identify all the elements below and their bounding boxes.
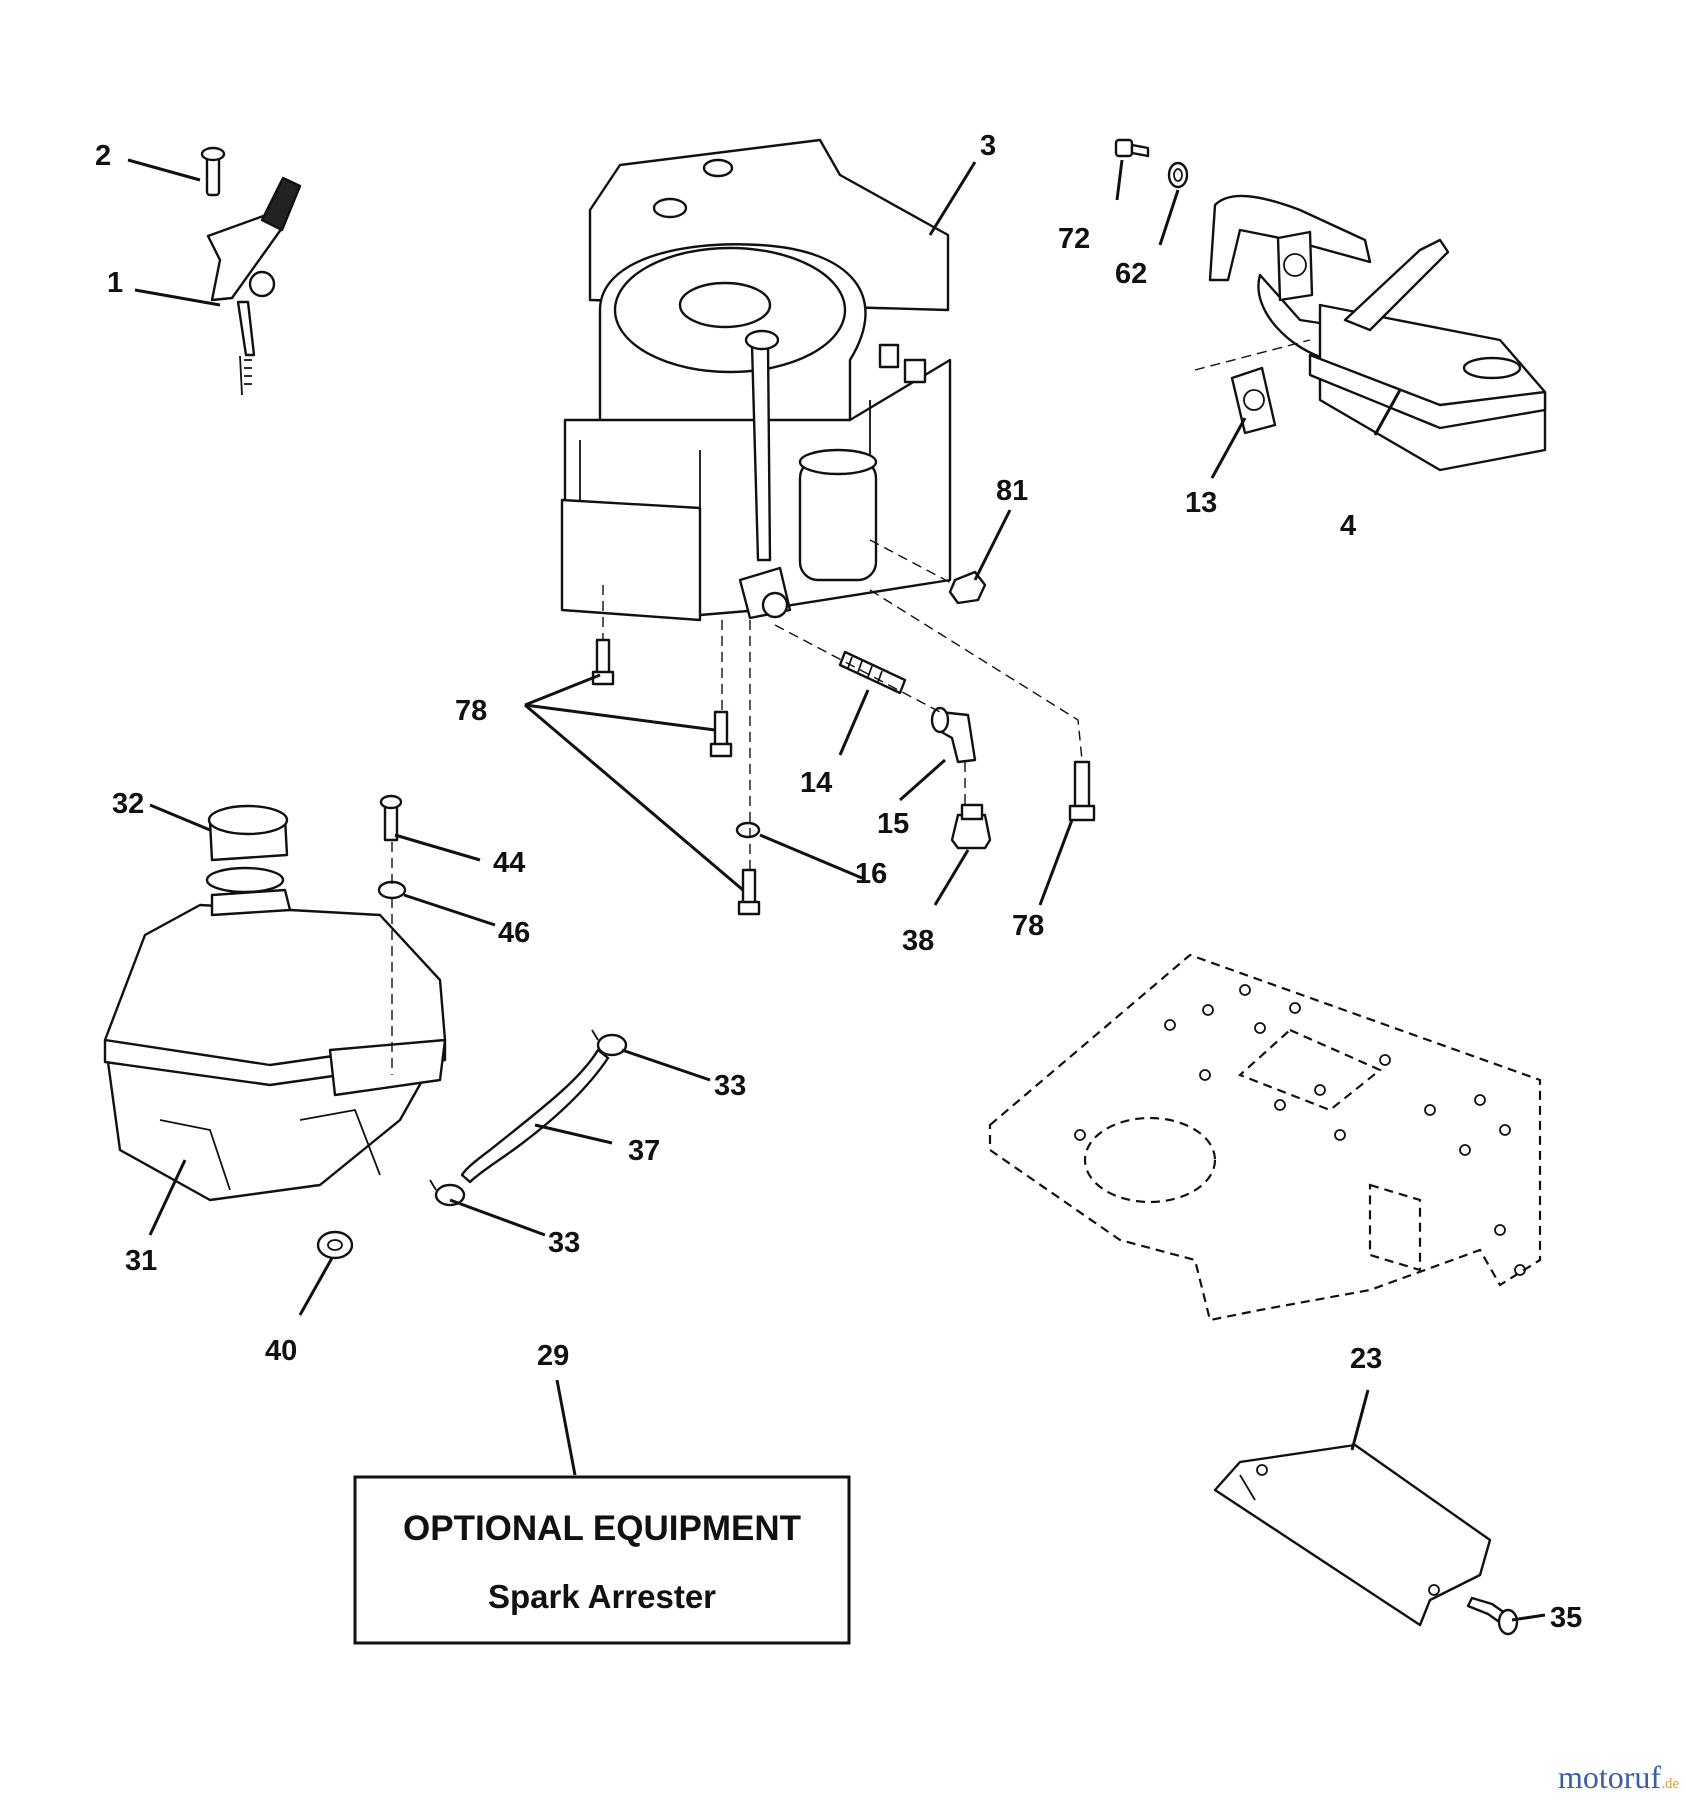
bolt-72-part [1114, 138, 1150, 158]
callout-35: 35 [1550, 1602, 1582, 1634]
optional-equipment-title: OPTIONAL EQUIPMENT [403, 1509, 801, 1548]
washer-16-part [735, 821, 761, 839]
callout-29: 29 [537, 1340, 569, 1372]
callout-40: 40 [265, 1335, 297, 1367]
callout-2: 2 [95, 140, 111, 172]
callout-37: 37 [628, 1135, 660, 1167]
screw-44-part [379, 794, 403, 842]
bolts-78-part [591, 585, 1096, 916]
fitting-14-part [838, 650, 907, 695]
watermark-tld: .de [1661, 1776, 1679, 1792]
throttle-control-part [200, 146, 302, 396]
muffler-part [1208, 194, 1547, 472]
callout-32: 32 [112, 788, 144, 820]
callout-81: 81 [996, 475, 1028, 507]
fuel-line-part [460, 1048, 610, 1184]
callout-15: 15 [877, 808, 909, 840]
clamp-33-upper-part [591, 1029, 628, 1057]
elbow-15-part [930, 706, 977, 764]
washer-46-part [377, 842, 407, 1075]
optional-equipment-box: OPTIONAL EQUIPMENT Spark Arrester [353, 1475, 851, 1645]
callout-13: 13 [1185, 487, 1217, 519]
shield-part [1213, 1443, 1492, 1627]
callout-33-upper: 33 [714, 1070, 746, 1102]
plug-38-part [950, 803, 992, 850]
optional-equipment-subtitle: Spark Arrester [488, 1578, 716, 1615]
gasket-part [1194, 339, 1311, 435]
callout-33-lower: 33 [548, 1227, 580, 1259]
watermark-logo: motoruf.de [1558, 1759, 1679, 1796]
fuel-cap-part [207, 804, 289, 862]
callout-16: 16 [855, 858, 887, 890]
callout-78-right: 78 [1012, 910, 1044, 942]
bushing-40-part [316, 1230, 354, 1260]
washer-62-part [1167, 161, 1189, 189]
callout-78-left: 78 [455, 695, 487, 727]
callout-4: 4 [1340, 510, 1356, 542]
callout-14: 14 [800, 767, 832, 799]
callout-23: 23 [1350, 1343, 1382, 1375]
engine-part [560, 138, 952, 622]
callout-62: 62 [1115, 258, 1147, 290]
callout-3: 3 [980, 130, 996, 162]
callout-72: 72 [1058, 223, 1090, 255]
callouts: 2 1 3 72 62 13 4 81 78 14 15 16 38 78 32… [95, 130, 1582, 1634]
callout-1: 1 [107, 267, 123, 299]
fuel-tank-part [103, 866, 447, 1202]
callout-44: 44 [493, 847, 525, 879]
callout-38: 38 [902, 925, 934, 957]
screw-35-part [1466, 1596, 1519, 1636]
watermark-brand: motoruf [1557, 1759, 1662, 1795]
clamp-33-lower-part [429, 1179, 466, 1207]
frame-part [988, 953, 1542, 1322]
callout-46: 46 [498, 917, 530, 949]
callout-31: 31 [125, 1245, 157, 1277]
leader-lines [127, 158, 1546, 1622]
